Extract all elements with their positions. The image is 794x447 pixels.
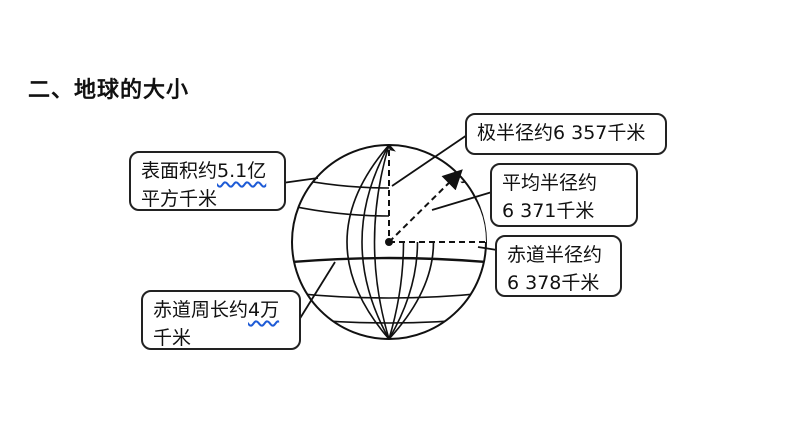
meridian-line xyxy=(346,145,390,339)
mean-radius-arrow xyxy=(388,169,463,243)
polar-radius-label: 极半径约6 357千米 xyxy=(477,122,646,144)
equatorial-radius-line1: 赤道半径约 xyxy=(507,244,603,266)
equator-line xyxy=(292,256,486,264)
callout-equatorial-radius: 赤道半径约 6 378千米 xyxy=(495,235,622,297)
mean-radius-line1: 平均半径约 xyxy=(502,172,598,194)
callout-polar-radius: 极半径约6 357千米 xyxy=(465,113,667,155)
equatorial-radius-line2: 6 378千米 xyxy=(507,272,600,294)
globe-center xyxy=(385,238,393,246)
meridian-line xyxy=(361,145,390,339)
mean-radius-line2: 6 371千米 xyxy=(502,200,595,222)
meridian-line xyxy=(373,145,390,339)
callout-equator-length: 赤道周长约4万 千米 xyxy=(141,290,301,350)
equator-length-value: 4万 xyxy=(248,299,280,321)
globe xyxy=(291,144,487,340)
equator-length-prefix: 赤道周长约 xyxy=(153,299,249,321)
pointer-polar-radius xyxy=(391,132,471,187)
pointer-equatorial-radius xyxy=(477,246,498,251)
section-heading: 二、地球的大小 xyxy=(28,78,190,103)
surface-area-value: 5.1亿 xyxy=(217,160,267,182)
pointer-equator-length xyxy=(298,261,336,321)
surface-area-prefix: 表面积约 xyxy=(141,160,218,182)
callout-surface-area: 表面积约5.1亿 平方千米 xyxy=(129,151,286,211)
callout-mean-radius: 平均半径约 6 371千米 xyxy=(490,163,638,227)
equator-length-line2: 千米 xyxy=(153,327,192,349)
surface-area-line2: 平方千米 xyxy=(141,188,218,210)
pointer-mean-radius xyxy=(431,191,493,211)
